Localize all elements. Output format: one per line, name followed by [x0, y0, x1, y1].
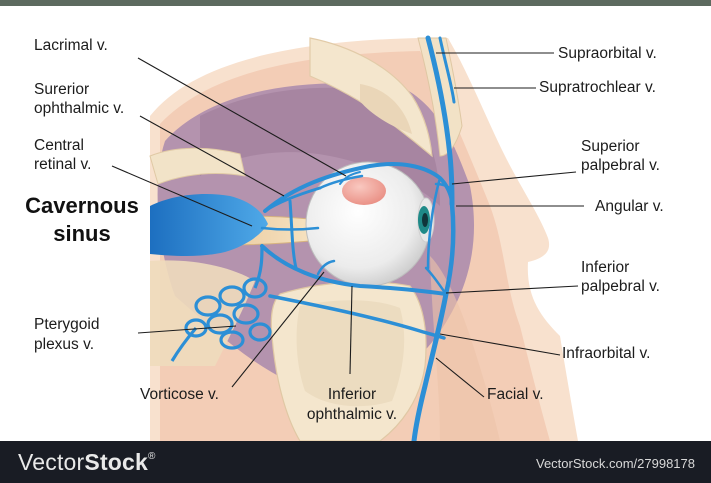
- label-cavernous-sinus-line2: sinus: [20, 220, 144, 247]
- label-pterygoid-line1: Pterygoid: [34, 315, 99, 334]
- logo-light-text: Vector: [18, 449, 84, 475]
- label-central-retinal-line1: Central: [34, 136, 84, 155]
- label-infraorbital-vein: Infraorbital v.: [562, 344, 650, 363]
- label-superior-ophthalmic-line2: ophthalmic v.: [34, 99, 124, 118]
- lacrimal-gland: [342, 177, 386, 205]
- label-inferior-ophthalmic-line2: ophthalmic v.: [290, 405, 414, 424]
- label-supratrochlear-vein: Supratrochlear v.: [539, 78, 656, 97]
- label-central-retinal-line2: retinal v.: [34, 155, 91, 174]
- label-facial-vein: Facial v.: [487, 385, 544, 404]
- label-superior-palpebral-line2: palpebral v.: [581, 156, 660, 175]
- label-angular-vein: Angular v.: [595, 197, 664, 216]
- label-superior-ophthalmic-line1: Surerior: [34, 80, 89, 99]
- label-cavernous-sinus-line1: Cavernous: [20, 192, 144, 219]
- pupil: [422, 213, 428, 227]
- label-inferior-palpebral-line1: Inferior: [581, 258, 629, 277]
- label-inferior-ophthalmic-line1: Inferior: [290, 385, 414, 404]
- footer-bar: VectorStock® VectorStock.com/27998178: [0, 441, 711, 483]
- label-vorticose-vein: Vorticose v.: [140, 385, 219, 404]
- label-lacrimal-vein: Lacrimal v.: [34, 36, 108, 55]
- label-inferior-palpebral-line2: palpebral v.: [581, 277, 660, 296]
- label-pterygoid-line2: plexus v.: [34, 335, 94, 354]
- vectorstock-logo: VectorStock®: [18, 449, 156, 476]
- registered-mark: ®: [148, 451, 156, 462]
- label-superior-palpebral-line1: Superior: [581, 137, 640, 156]
- image-credit: VectorStock.com/27998178: [536, 456, 695, 471]
- logo-bold-text: Stock: [84, 449, 148, 475]
- label-supraorbital-vein: Supraorbital v.: [558, 44, 657, 63]
